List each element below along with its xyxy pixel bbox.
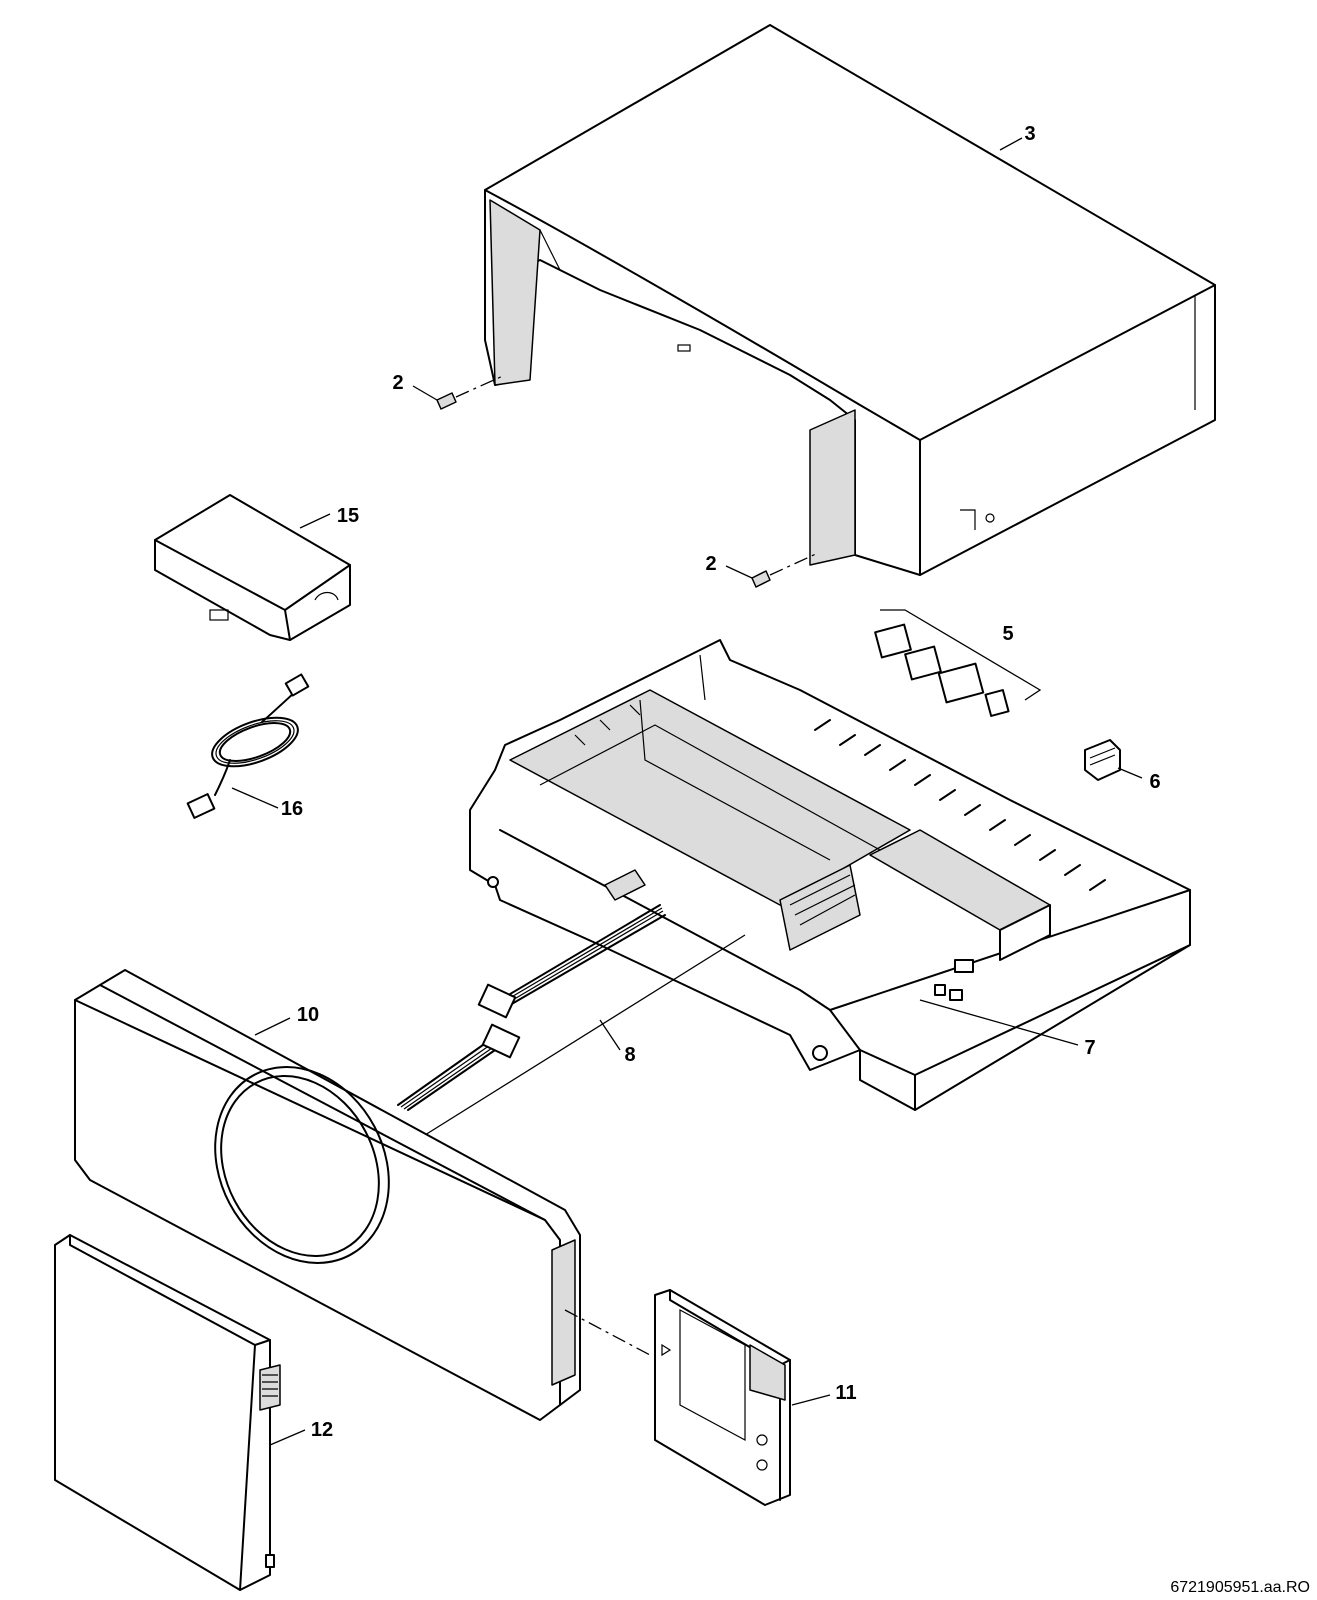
callout-12: 12 xyxy=(311,1419,333,1441)
part-8-ribbon-cable[interactable] xyxy=(397,904,746,1136)
part-11-module[interactable] xyxy=(654,1289,831,1506)
callout-3: 3 xyxy=(1024,123,1035,145)
callout-15: 15 xyxy=(337,505,359,527)
part-15-small-cover[interactable] xyxy=(154,494,351,641)
drawing-code: 6721905951.aa.RO xyxy=(1170,1579,1310,1596)
part-2-screw-left[interactable] xyxy=(412,374,506,410)
callout-16: 16 xyxy=(281,798,303,820)
callout-6: 6 xyxy=(1149,771,1160,793)
part-10-front-panel[interactable] xyxy=(74,969,651,1421)
part-5-connector-set[interactable] xyxy=(874,609,1042,717)
leader-part-3 xyxy=(999,137,1023,151)
callout-2-right: 2 xyxy=(705,553,716,575)
callout-2-left: 2 xyxy=(392,372,403,394)
part-2-screw-right[interactable] xyxy=(725,552,819,588)
callout-10: 10 xyxy=(297,1004,319,1026)
part-7-base-chassis[interactable] xyxy=(469,639,1191,1111)
callout-5: 5 xyxy=(1002,623,1013,645)
part-6-clip[interactable] xyxy=(1084,739,1143,781)
part-12-rear-plate[interactable] xyxy=(54,1234,306,1591)
part-16-cable[interactable] xyxy=(186,673,310,819)
part-3-top-cover[interactable] xyxy=(484,24,1216,576)
callout-8: 8 xyxy=(624,1044,635,1066)
callout-7: 7 xyxy=(1084,1037,1095,1059)
callout-11: 11 xyxy=(835,1382,856,1404)
